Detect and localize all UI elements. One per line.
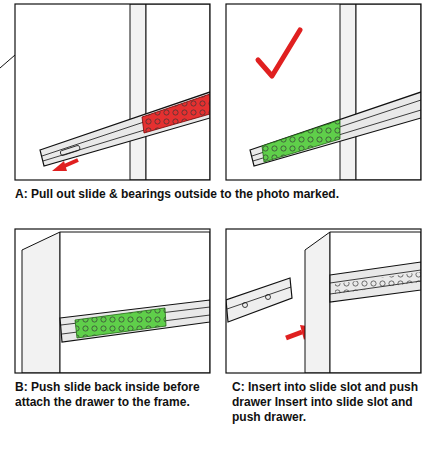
panel-frame bbox=[226, 4, 421, 180]
step-caption: C: Insert into slide slot and push drawe… bbox=[232, 380, 430, 425]
step-caption: A: Pull out slide & bearings outside to … bbox=[15, 187, 427, 202]
step-caption: B: Push slide back inside before attach … bbox=[15, 380, 220, 410]
leader-line bbox=[0, 55, 15, 68]
panel-a-correct bbox=[250, 4, 421, 180]
panel-frame bbox=[226, 229, 421, 373]
panel-c-insert bbox=[226, 232, 421, 373]
panel-b-push-back bbox=[22, 232, 210, 373]
panel-a-pull-out bbox=[40, 4, 210, 180]
panel-frame bbox=[15, 229, 210, 373]
panel-frame bbox=[15, 4, 210, 180]
